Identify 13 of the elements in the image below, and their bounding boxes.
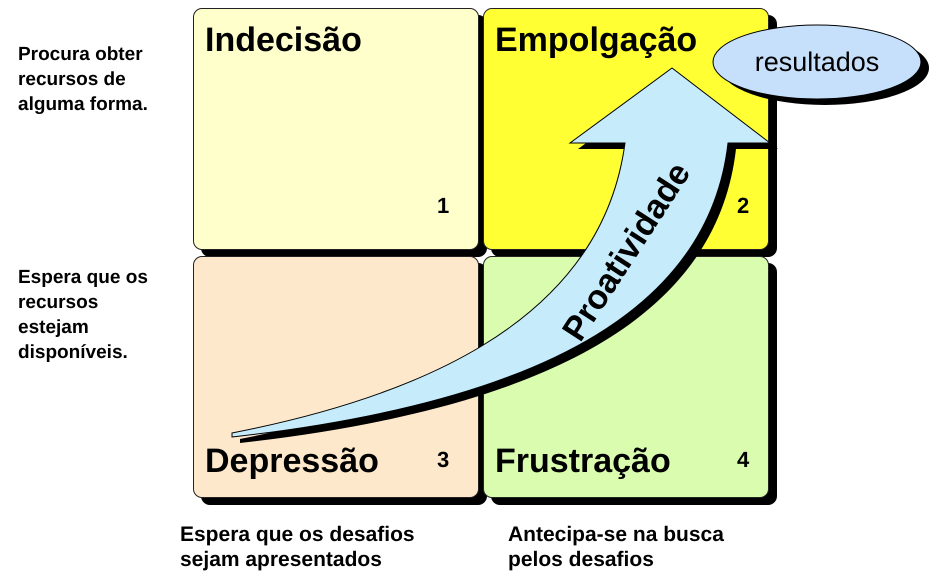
- axis-label: Antecipa-se na busca pelos desafios: [508, 522, 725, 572]
- quadrant-number: 1: [437, 193, 450, 219]
- quadrant-number: 4: [737, 447, 750, 473]
- quadrant-title: Depressão: [205, 442, 379, 481]
- axis-label: Espera que os recursos estejam disponíveis.: [18, 266, 149, 365]
- quadrant-number: 3: [437, 447, 450, 473]
- quadrant-number: 2: [737, 193, 750, 219]
- quadrant-title: Empolgação: [495, 21, 698, 60]
- axis-label: Espera que os desafios sejam apresentados: [180, 522, 416, 572]
- ellipse-label: resultados: [754, 46, 880, 78]
- quadrant-title: Indecisão: [205, 21, 362, 60]
- quadrant-title: Frustração: [495, 442, 671, 481]
- axis-label: Procura obter recursos de alguma forma.: [18, 43, 149, 117]
